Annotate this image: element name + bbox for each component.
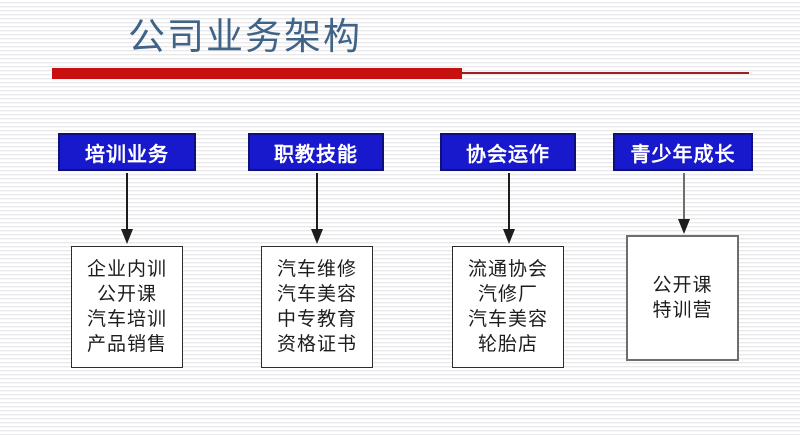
category-header-label: 培训业务 (85, 143, 169, 166)
category-header-2[interactable]: 协会运作 (440, 133, 576, 171)
detail-item: 公开课 (96, 284, 157, 305)
detail-item: 汽车美容 (467, 309, 548, 330)
detail-box-0: 企业内训 公开课 汽车培训 产品销售 (71, 246, 183, 368)
detail-item: 企业内训 (86, 259, 167, 280)
detail-item: 产品销售 (86, 334, 167, 355)
detail-item: 资格证书 (276, 334, 357, 355)
detail-box-2: 流通协会 汽修厂 汽车美容 轮胎店 (452, 246, 564, 368)
detail-item: 公开课 (652, 275, 713, 296)
category-header-3[interactable]: 青少年成长 (613, 133, 753, 171)
detail-item: 汽修厂 (477, 284, 538, 305)
category-header-label: 青少年成长 (630, 143, 736, 166)
down-arrow-icon (677, 173, 691, 235)
down-arrow-icon (310, 173, 324, 245)
title-underline-rule (462, 72, 749, 74)
detail-item: 特训营 (652, 300, 713, 321)
down-arrow-icon (502, 173, 516, 245)
category-header-0[interactable]: 培训业务 (58, 133, 196, 171)
detail-item: 汽车维修 (276, 259, 357, 280)
detail-box-1: 汽车维修 汽车美容 中专教育 资格证书 (261, 246, 373, 368)
title-underline-bar (52, 68, 462, 79)
detail-item: 流通协会 (467, 259, 548, 280)
category-header-label: 协会运作 (466, 143, 550, 166)
category-header-1[interactable]: 职教技能 (248, 133, 384, 171)
detail-box-3: 公开课 特训营 (626, 235, 739, 361)
detail-item: 中专教育 (276, 309, 357, 330)
category-header-label: 职教技能 (274, 143, 358, 166)
detail-item: 轮胎店 (477, 334, 538, 355)
page-title: 公司业务架构 (128, 17, 362, 58)
detail-item: 汽车培训 (86, 309, 167, 330)
detail-item: 汽车美容 (276, 284, 357, 305)
down-arrow-icon (120, 173, 134, 245)
